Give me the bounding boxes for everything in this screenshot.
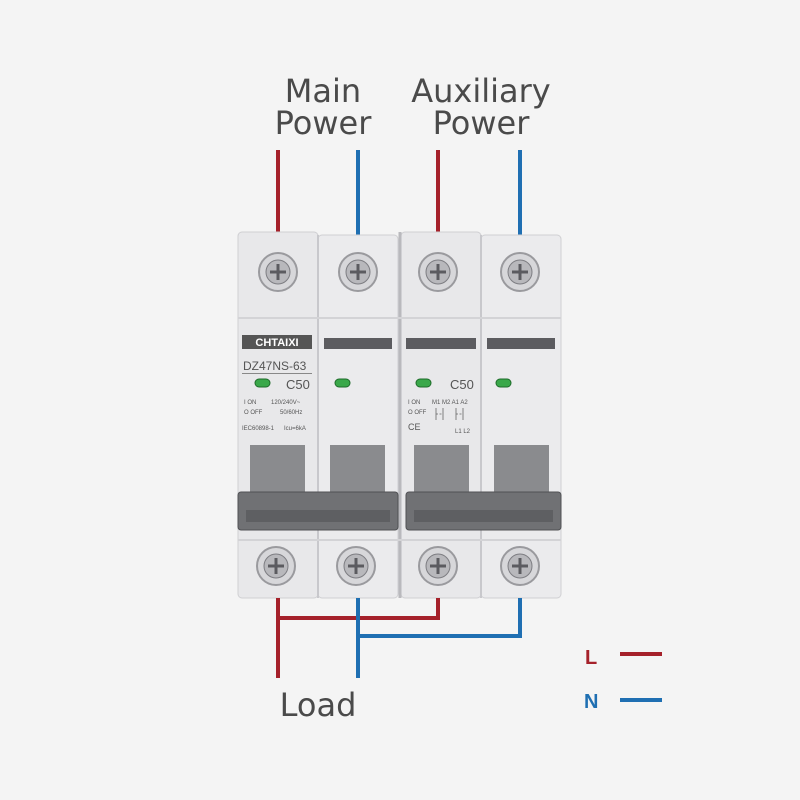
top-screw-icon[interactable]: [418, 252, 458, 292]
top-screw-icon[interactable]: [338, 252, 378, 292]
aux-power-label-line1: Auxiliary: [411, 72, 550, 110]
switch-off-text-2: O OFF: [408, 410, 427, 416]
bottom-terminal-screws: [256, 546, 540, 586]
toggle-handle-slot: [494, 445, 549, 497]
toggle-handles: [237, 445, 562, 531]
brand-plate: [242, 335, 312, 349]
output-wires: [276, 598, 522, 678]
legend-live-key: L: [585, 647, 597, 669]
live-bridge-wire: [278, 598, 440, 620]
schematic-icon: [435, 408, 464, 420]
bottom-screw-icon[interactable]: [500, 546, 540, 586]
indicator-light: [415, 378, 432, 388]
rating-right: C50: [450, 377, 474, 392]
switch-on-text-2: I ON: [408, 400, 420, 406]
top-screw-icon[interactable]: [500, 252, 540, 292]
aux-power-label-line2: Power: [433, 104, 531, 142]
icu-text: Icu=6kA: [284, 426, 306, 432]
bottom-screw-icon[interactable]: [256, 546, 296, 586]
main-power-label-line2: Power: [275, 104, 373, 142]
legend-neutral-key: N: [584, 691, 598, 713]
bottom-screw-icon[interactable]: [336, 546, 376, 586]
standard-text: IEC60898-1: [242, 426, 275, 432]
main-power-label-line1: Main: [285, 72, 361, 110]
toggle-handle-slot: [414, 445, 469, 497]
switch-on-text: I ON: [244, 400, 256, 406]
rating-left: C50: [286, 377, 310, 392]
schematic-top-text: M1 M2 A1 A2: [432, 400, 468, 406]
label-strip: [487, 338, 555, 349]
label-strip: [406, 338, 476, 349]
legend: L N: [584, 647, 662, 713]
brand-text: CHTAIXI: [255, 337, 298, 349]
neutral-bridge-wire: [358, 598, 522, 638]
indicator-light: [334, 378, 351, 388]
top-terminal-screws: [258, 252, 540, 292]
frequency-text: 50/60Hz: [280, 410, 302, 416]
load-label: Load: [280, 686, 357, 724]
toggle-handle-slot: [330, 445, 385, 497]
top-screw-icon[interactable]: [258, 252, 298, 292]
bottom-screw-icon[interactable]: [418, 546, 458, 586]
toggle-handle-slot: [250, 445, 305, 497]
label-strip: [324, 338, 392, 349]
indicator-light: [254, 378, 271, 388]
model-text: DZ47NS-63: [243, 359, 307, 373]
ce-mark: CE: [408, 422, 421, 432]
front-labels: CHTAIXI DZ47NS-63 C50 C50 I ON O OFF 120…: [242, 335, 555, 435]
indicator-light: [495, 378, 512, 388]
schematic-bottom-text: L1 L2: [455, 429, 471, 435]
voltage-text: 120/240V~: [271, 400, 301, 406]
switch-off-text: O OFF: [244, 410, 263, 416]
